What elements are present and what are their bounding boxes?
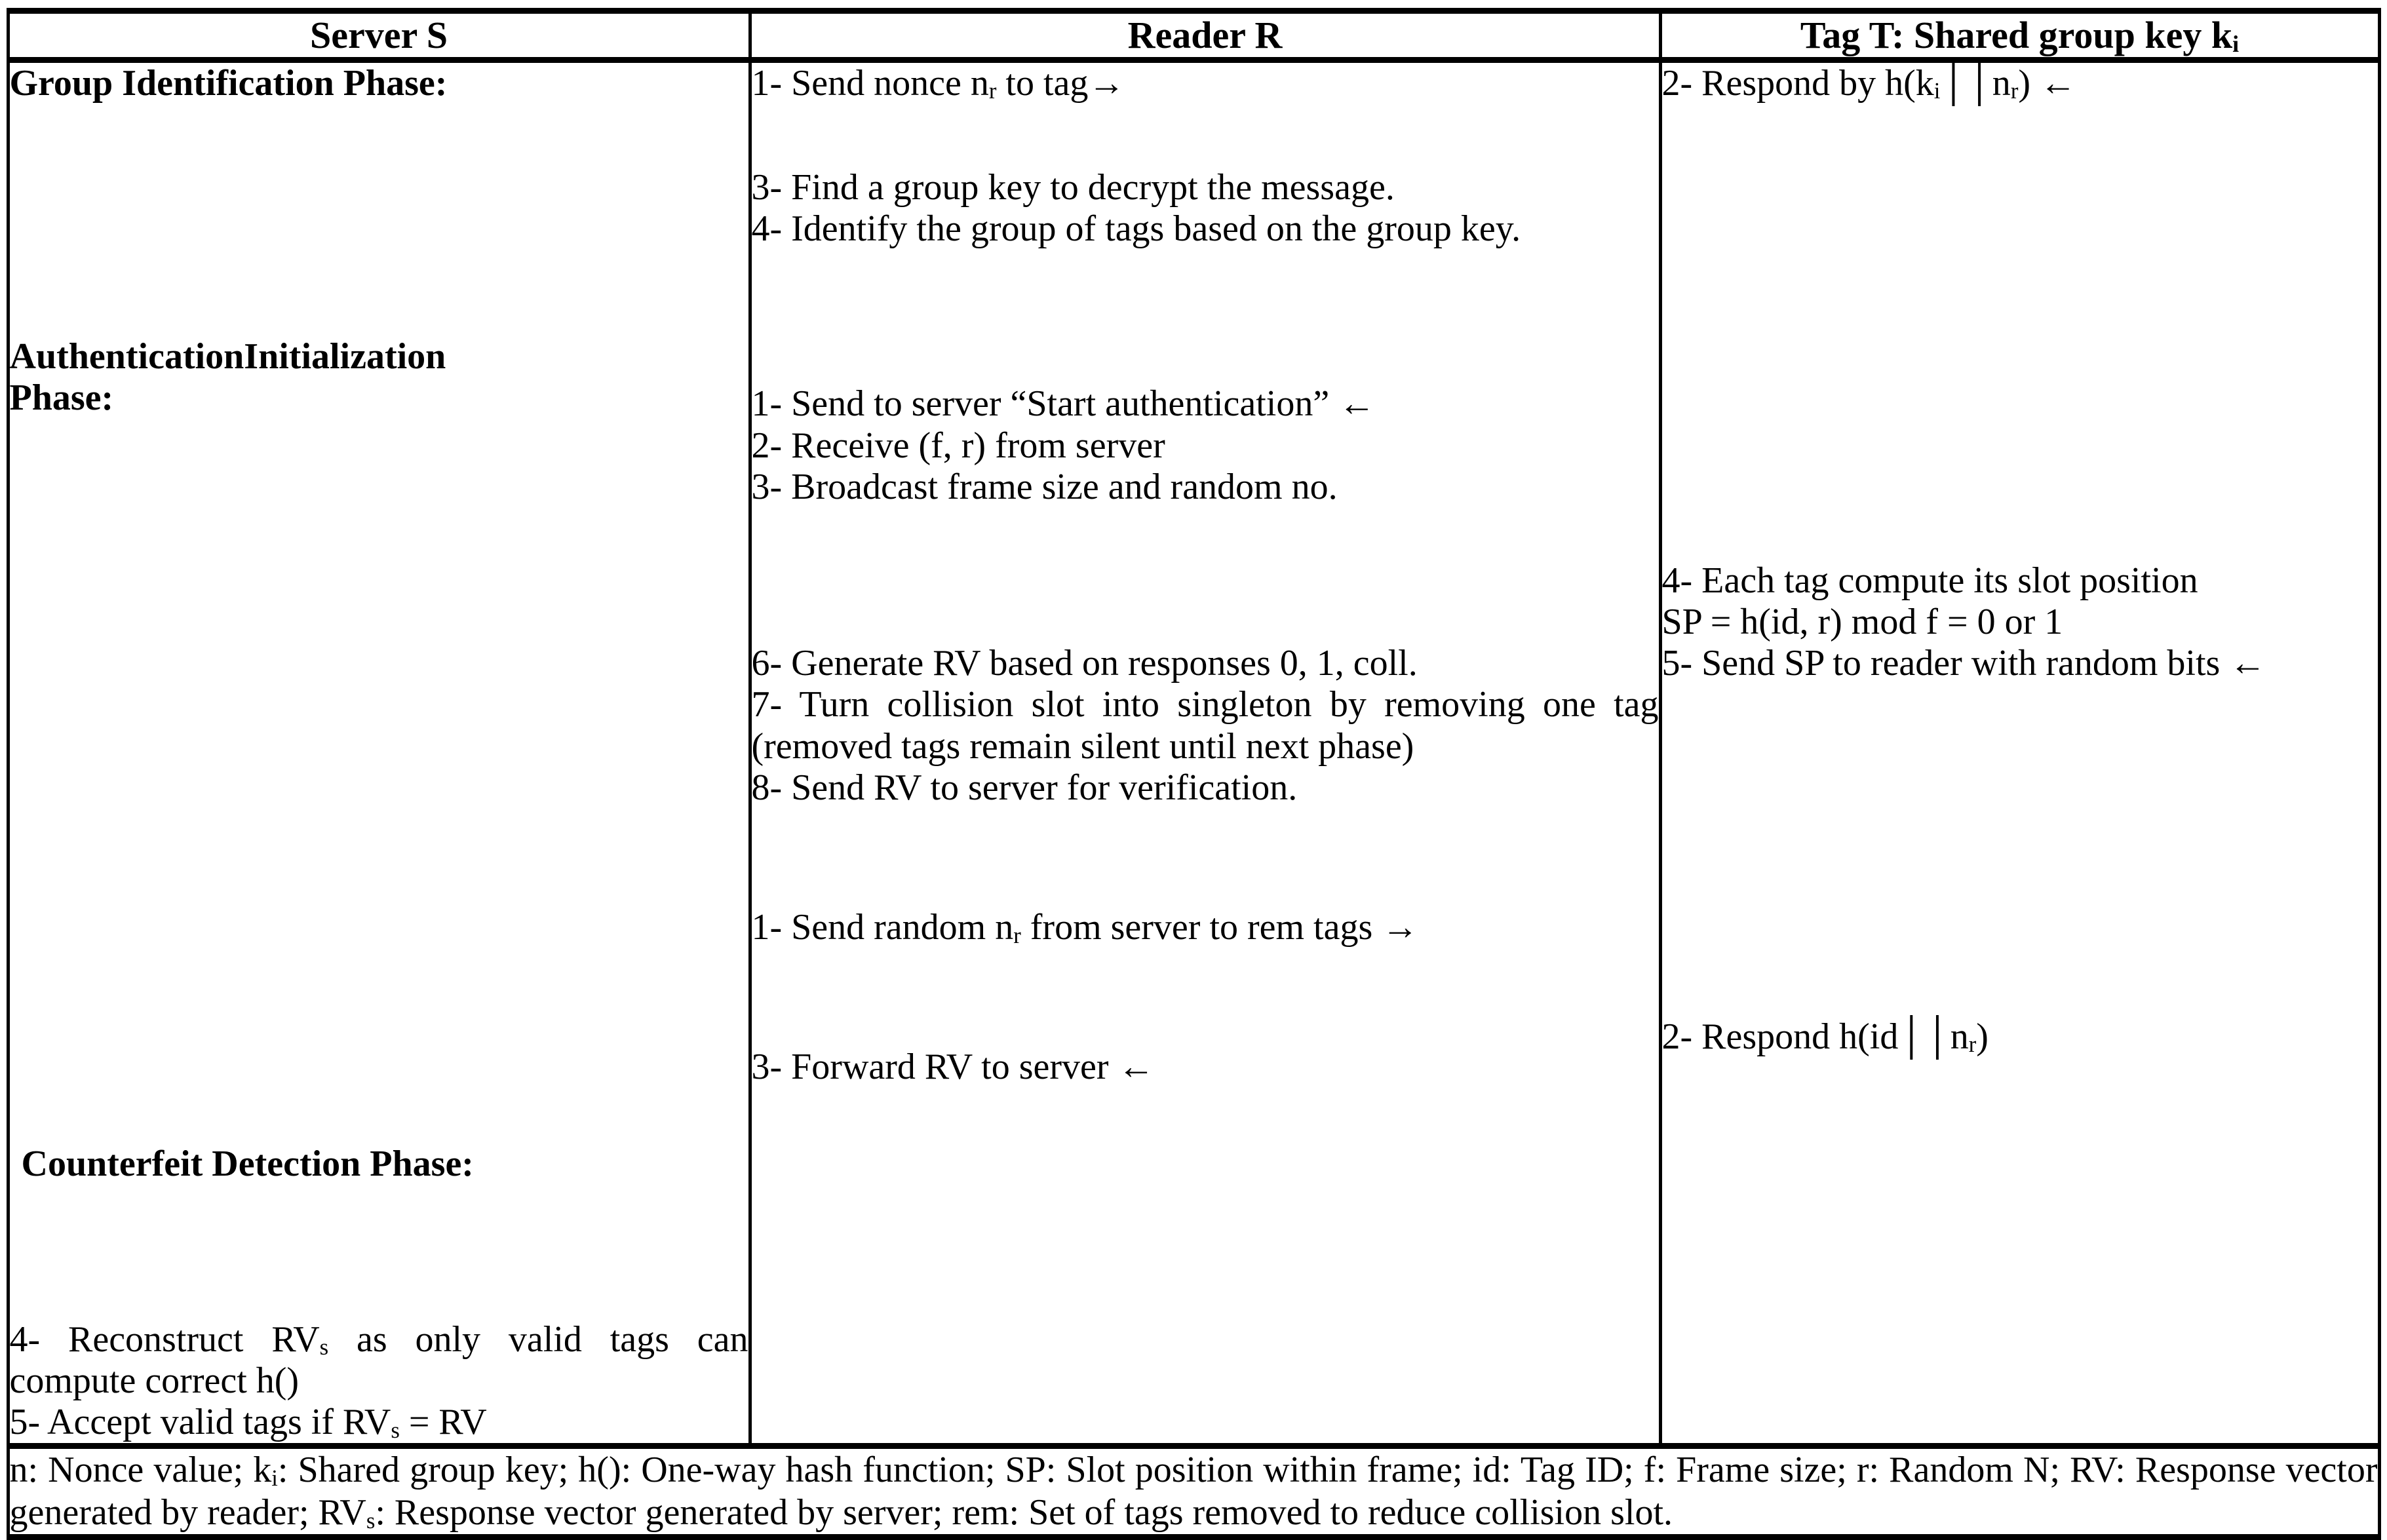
header-row: Server S Reader R Tag T: Shared group ke… <box>6 10 2381 63</box>
spacer <box>10 301 748 336</box>
spacer <box>10 1185 748 1284</box>
tag-step-2-text: 2- Respond by h(k <box>1661 62 1934 104</box>
server-step-4-subscript: s <box>319 1334 329 1360</box>
tag-step-2-sub-ki: i <box>1933 78 1941 104</box>
legend-row: n: Nonce value; ki: Shared group key; h(… <box>6 1446 2381 1537</box>
auth-label-word-2: Initialization <box>244 336 446 377</box>
spacer <box>752 1011 1659 1047</box>
server-phase-label-group-identification: Group Identification Phase: <box>9 62 448 104</box>
tag-cd-step-2-tail: ) <box>1976 1016 1989 1057</box>
reader-step-forward-rv: 3- Forward RV to server ← <box>751 1047 1155 1088</box>
spacer <box>752 809 1659 907</box>
spacer <box>10 419 748 615</box>
reader-step-turn-collision-slot: 7- Turn collision slot into singleton by… <box>751 684 1659 767</box>
server-step-4-text: 4- Reconstruct RV <box>9 1319 320 1360</box>
reader-step-start-authentication: 1- Send to server “Start authentication”… <box>751 383 1376 425</box>
spacer <box>752 348 1659 383</box>
reader-cd-step-1-tail: from server to rem tags → <box>1020 907 1419 948</box>
spacer <box>10 1284 748 1319</box>
reader-step-find-group-key: 3- Find a group key to decrypt the messa… <box>751 166 1395 208</box>
spacer <box>752 250 1659 348</box>
spacer <box>1662 104 2378 301</box>
column-header-tag-subscript: i <box>2232 30 2240 57</box>
tag-step-slot-position-formula: SP = h(id, r) mod f = 0 or 1 <box>1661 602 2063 643</box>
reader-step-receive-f-r: 2- Receive (f, r) from server <box>751 425 1165 466</box>
tag-step-compute-slot-position: 4- Each tag compute its slot position <box>1661 560 2198 601</box>
tag-step-2-tail: ) ← <box>2018 62 2077 104</box>
spacer <box>752 104 1659 167</box>
reader-step-1-tail: to tag→ <box>996 62 1125 104</box>
spacer <box>10 104 748 301</box>
server-column-cell: Group Identification Phase: Authenticati… <box>6 60 750 1444</box>
spacer <box>10 1009 748 1144</box>
divider-tag <box>1660 1440 2379 1449</box>
tag-cd-step-2-subscript: r <box>1968 1031 1977 1058</box>
spacer <box>1662 497 2378 560</box>
reader-step-identify-group: 4- Identify the group of tags based on t… <box>751 208 1521 250</box>
server-phase-label-authentication-initialization-line2: Phase: <box>9 377 114 419</box>
column-header-tag: Tag T: Shared group key ki <box>1658 10 2381 63</box>
tag-column-cell: 2- Respond by h(ki││nr) ← 4- Each tag co… <box>1658 60 2381 1444</box>
reader-step-1-text: 1- Send nonce n <box>751 62 989 104</box>
server-step-5-subscript: s <box>391 1417 400 1443</box>
reader-cd-step-1-subscript: r <box>1013 922 1021 948</box>
tag-step-2-concat: ││n <box>1940 62 2011 104</box>
reader-step-send-rv-verification: 8- Send RV to server for verification. <box>751 767 1298 808</box>
reader-step-generate-rv: 6- Generate RV based on responses 0, 1, … <box>751 643 1418 684</box>
column-header-server: Server S <box>6 10 750 63</box>
spacer <box>10 615 748 812</box>
column-header-tag-text: Tag T: Shared group key k <box>1800 14 2233 56</box>
tag-step-respond-hash-id: 2- Respond h(id││nr) <box>1662 1016 2378 1058</box>
spacer <box>752 948 1659 1011</box>
column-header-reader: Reader R <box>748 10 1660 63</box>
tag-step-2-sub-nr: r <box>2010 78 2019 104</box>
reader-step-broadcast-frame-size: 3- Broadcast frame size and random no. <box>751 466 1338 507</box>
divider-server <box>8 1440 750 1449</box>
server-phase-label-counterfeit-detection: Counterfeit Detection Phase: <box>21 1144 474 1185</box>
legend-part-1: n: Nonce value; k <box>9 1450 272 1491</box>
server-phase-label-authentication-initialization-line1: AuthenticationInitialization <box>10 336 748 377</box>
server-step-reconstruct-rvs: 4- Reconstruct RVs as only valid tags ca… <box>10 1319 748 1402</box>
tag-step-send-sp-to-reader: 5- Send SP to reader with random bits ← <box>1661 643 2266 684</box>
server-step-4-tail: as only valid tags can compute correct h… <box>9 1319 748 1401</box>
reader-cd-step-1-text: 1- Send random n <box>751 907 1014 948</box>
section-divider <box>8 1440 2379 1449</box>
legend-part-3: : Response vector generated by server; r… <box>375 1492 1673 1533</box>
spacer <box>10 812 748 1009</box>
reader-column-cell: 1- Send nonce nr to tag→ 3- Find a group… <box>748 60 1660 1444</box>
server-step-accept-valid-tags: 5- Accept valid tags if RVs = RV <box>10 1402 748 1443</box>
reader-step-send-random-nonce-rem-tags: 1- Send random nr from server to rem tag… <box>752 907 1659 948</box>
tag-step-respond-hash: 2- Respond by h(ki││nr) ← <box>1662 63 2378 104</box>
table-row-phases: Group Identification Phase: Authenticati… <box>6 60 2381 1444</box>
table-figure: Server S Reader R Tag T: Shared group ke… <box>0 8 2387 1537</box>
spacer <box>1662 881 2378 1016</box>
legend-cell: n: Nonce value; ki: Shared group key; h(… <box>6 1446 2381 1537</box>
spacer <box>1662 301 2378 497</box>
protocol-table: Server S Reader R Tag T: Shared group ke… <box>6 8 2381 1540</box>
table-body: Group Identification Phase: Authenticati… <box>6 60 2381 1537</box>
reader-step-1-subscript: r <box>988 78 997 104</box>
server-step-5-tail: = RV <box>399 1402 487 1443</box>
auth-label-word-1: Authentication <box>9 336 244 377</box>
spacer <box>752 508 1659 643</box>
tag-cd-step-2-text: 2- Respond h(id││n <box>1661 1016 1969 1057</box>
divider-reader <box>750 1440 1660 1449</box>
server-step-5-text: 5- Accept valid tags if RV <box>9 1402 391 1443</box>
reader-step-send-nonce: 1- Send nonce nr to tag→ <box>752 63 1659 104</box>
spacer <box>1662 685 2378 881</box>
legend-sub-i: i <box>271 1465 278 1491</box>
legend-sub-s: s <box>366 1507 376 1533</box>
table-header: Server S Reader R Tag T: Shared group ke… <box>6 10 2381 63</box>
